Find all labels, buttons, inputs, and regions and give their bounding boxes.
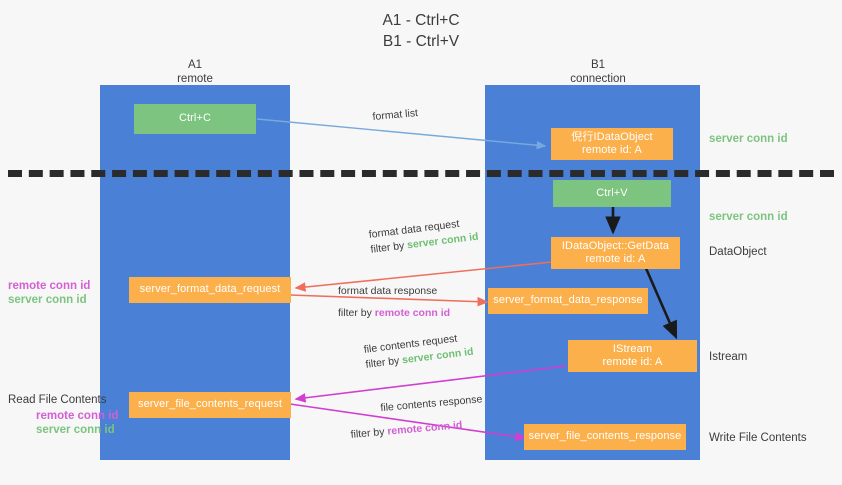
right-label-dataobject: DataObject [709,246,767,258]
filter-value: remote conn id [386,419,463,438]
filter-prefix: filter by [338,307,375,319]
edge-label-format-list: format list [372,107,419,123]
box-server-file-contents-request[interactable]: server_file_contents_request [129,392,291,418]
left-label-remote-conn-id: remote conn id [36,410,119,422]
phase-separator [8,170,834,177]
box-server-format-data-response[interactable]: server_format_data_response [488,288,648,314]
filter-value: remote conn id [374,307,451,319]
left-label-server-conn-id: server conn id [36,424,115,436]
box-server-file-contents-response[interactable]: server_file_contents_response [524,424,686,450]
edge-label-file-contents-response: file contents response filter by remote … [348,392,485,443]
right-label-server-conn-id-mid: server conn id [709,211,788,223]
edge-label-file-contents-request: file contents request filter by server c… [363,330,474,373]
read-file-contents-heading: Read File Contents [8,394,107,406]
left-label-remote-conn-id: remote conn id [8,280,91,292]
page-title: A1 - Ctrl+C B1 - Ctrl+V [382,12,460,50]
left-label-server-conn-id: server conn id [8,294,87,306]
lane-header-b1: B1 connection [570,59,626,85]
left-label-read-file-contents: Read File Contents remote conn id server… [8,393,118,437]
right-label-istream: Istream [709,351,748,363]
box-ctrl-v[interactable]: Ctrl+V [553,180,671,207]
edge-label-format-data-response: format data response filter by remote co… [338,284,450,321]
edge-label-line1: format data response [338,285,438,297]
edge-label-line2: filter by remote conn id [338,306,450,321]
box-idataobject-create[interactable]: 倪行IDataObject remote id: A [551,128,673,160]
box-istream[interactable]: IStream remote id: A [568,340,697,372]
left-label-group-top: remote conn id server conn id [8,279,90,307]
box-server-format-data-request[interactable]: server_format_data_request [129,277,291,303]
filter-prefix: filter by [369,239,408,256]
edge-label-format-data-request: format data request filter by server con… [368,215,479,258]
filter-prefix: filter by [364,354,403,371]
edge-label-line2: filter by remote conn id [350,416,485,443]
box-ctrl-c[interactable]: Ctrl+C [134,104,256,134]
right-label-write-file-contents: Write File Contents [709,432,807,444]
box-idataobject-getdata[interactable]: IDataObject::GetData remote id: A [551,237,680,269]
right-label-server-conn-id-top: server conn id [709,133,788,145]
filter-prefix: filter by [350,425,388,441]
edge-label-line1: file contents response [379,393,483,415]
lane-header-a1: A1 remote [177,59,213,85]
